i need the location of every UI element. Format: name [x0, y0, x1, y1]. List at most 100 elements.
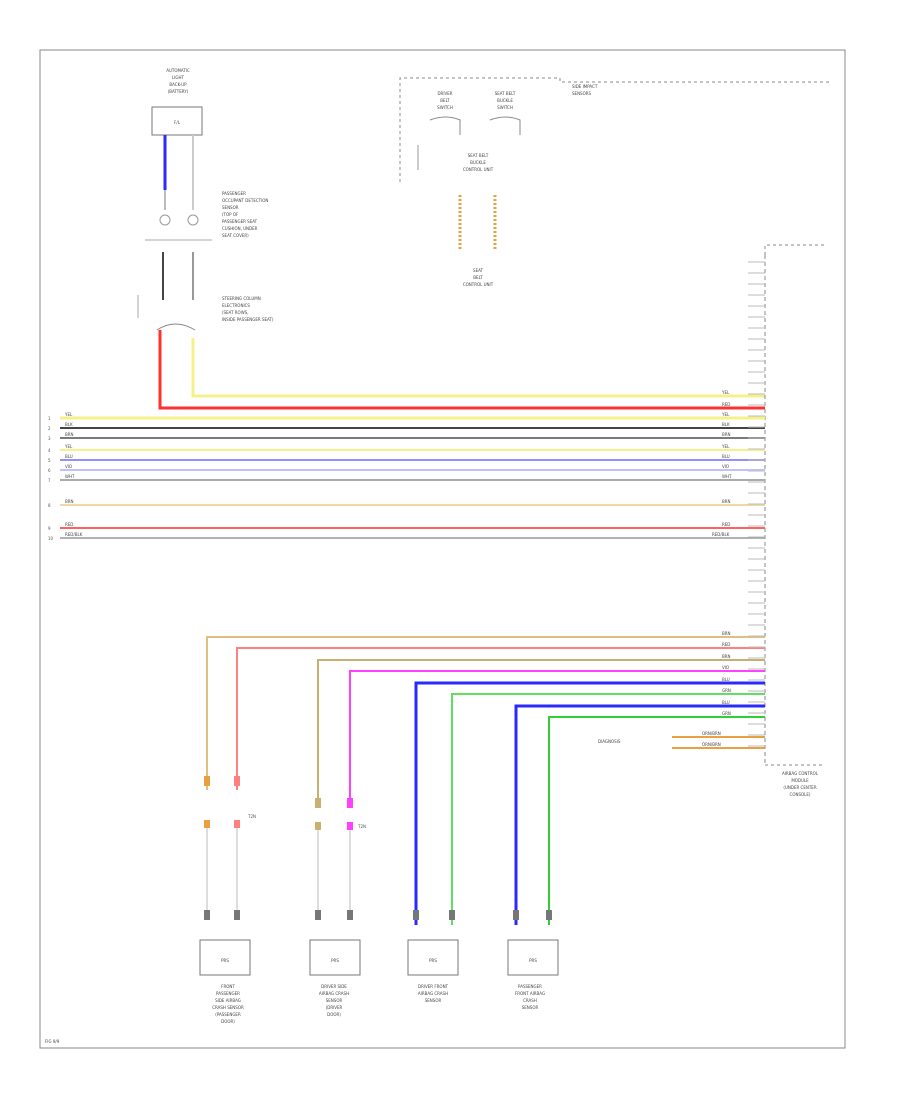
- occupant-label-0: PASSENGER: [222, 191, 246, 196]
- bus-rlbl-9: RED: [722, 522, 730, 527]
- sensor-2-box: [309, 939, 361, 976]
- sensor-4: PRS PASSENGER FRONT AIRBAG CRASH SENSOR: [507, 939, 559, 1010]
- top-relay-label-2: BACK-UP: [169, 82, 187, 87]
- module-label-1: MODULE: [791, 778, 809, 783]
- sensor-1-label-1: PASSENGER: [216, 991, 240, 996]
- sensor-wire-2: [236, 647, 765, 790]
- marker-3a: [315, 798, 321, 808]
- seat-belt-left-0: DRIVER: [437, 91, 452, 96]
- marker-s1a: [204, 910, 210, 920]
- bus-lbl-8: BRN: [65, 499, 74, 504]
- bus-rlbl-0a: YEL: [721, 390, 730, 395]
- sensor-2-code: PRS: [331, 958, 339, 963]
- module-label-2: (UNDER CENTER: [783, 785, 816, 790]
- sensor-rlbl-4: VIO: [722, 665, 729, 670]
- sensor-4-label-1: FRONT AIRBAG: [515, 991, 545, 996]
- seat-belt-unit-1: BUCKLE: [470, 160, 486, 165]
- sensor-1-label-4: (PASSENGER: [215, 1012, 241, 1017]
- sensor-4-code: PRS: [529, 958, 537, 963]
- seat-belt-switch-right: [489, 116, 521, 135]
- control-module: AIRBAG CONTROL MODULE (UNDER CENTER CONS…: [764, 244, 825, 797]
- conn-dot-b: [187, 214, 199, 226]
- seat-belt-unit-0: SEAT BELT: [468, 153, 489, 158]
- bus-rlbl-4: YEL: [721, 444, 730, 449]
- seat-belt-bracket: [399, 77, 830, 182]
- sensor-2-label-2: SENSOR: [326, 998, 343, 1003]
- bus-lbl-7: WHT: [65, 474, 75, 479]
- sensor-rlbl-5: BLU: [722, 677, 730, 682]
- module-label-0: AIRBAG CONTROL: [782, 771, 819, 776]
- bus-lbl-6: VIO: [65, 464, 72, 469]
- bus-num-1: 1: [48, 416, 51, 421]
- external-note-0: SIDE IMPACT: [572, 84, 598, 89]
- sensor-wire-6: [451, 693, 765, 925]
- seat-belt-switch-left: [429, 116, 461, 135]
- occupant-switch: PASSENGER OCCUPANT DETECTION SENSOR (TOP…: [145, 191, 268, 241]
- sensor-3: PRS DRIVER FRONT AIRBAG CRASH SENSOR: [407, 939, 459, 1003]
- sensor-rlbl-6: GRN: [722, 688, 731, 693]
- sensor-rlbl-7: BLU: [722, 700, 730, 705]
- crash-sensors: PRS FRONT PASSENGER SIDE AIRBAG CRASH SE…: [199, 939, 559, 1024]
- bus-num-5: 5: [48, 458, 51, 463]
- sensor-connector-label-1: ELECTRONICS: [222, 303, 250, 308]
- marker-s2a: [315, 910, 321, 920]
- bus-num-10: 10: [48, 536, 54, 541]
- seat-belt-left-2: SWITCH: [437, 105, 453, 110]
- occupant-label-5: CUSHION, UNDER: [222, 226, 258, 231]
- bus-lbl-5: BLU: [65, 454, 73, 459]
- bus-rlbl-0b: RED: [722, 402, 730, 407]
- marker-s2b: [347, 910, 353, 920]
- sensor-1-label-3: CRASH SENSOR: [212, 1005, 244, 1010]
- seat-unit-2: CONTROL UNIT: [463, 282, 494, 287]
- bus-rlbl-7: WHT: [722, 474, 732, 479]
- bus-num-3: 3: [48, 436, 51, 441]
- occupant-label-2: SENSOR: [222, 205, 239, 210]
- bus-lbl-9: RED: [65, 522, 73, 527]
- sensor-2-label-1: AIRBAG CRASH: [319, 991, 349, 996]
- seat-belt-group: DRIVER BELT SWITCH SEAT BELT BUCKLE SWIT…: [399, 77, 830, 287]
- bus-num-6: 6: [48, 468, 51, 473]
- sensor-2-label-4: DOOR): [327, 1012, 341, 1017]
- sensor-2: PRS DRIVER SIDE AIRBAG CRASH SENSOR (DRI…: [309, 939, 361, 1017]
- sensor-wire-8: [548, 716, 765, 925]
- top-relay-label-1: LIGHT: [172, 75, 185, 80]
- left-bus: 1 2 3 4 5 6 7 8 9 10 YEL BLK BRN YEL BLU…: [48, 390, 765, 541]
- sensor-1: PRS FRONT PASSENGER SIDE AIRBAG CRASH SE…: [199, 939, 251, 1024]
- sensor-rlbl-2: RED: [722, 642, 730, 647]
- bus-lbl-1: YEL: [64, 412, 73, 417]
- diagram-frame: [39, 49, 846, 1049]
- wire-red-sensor: [158, 330, 765, 410]
- bus-num-4: 4: [48, 448, 51, 453]
- bus-num-7: 7: [48, 478, 51, 483]
- link-lbl-1: ORN/BRN: [702, 731, 721, 736]
- marker-1b: [204, 820, 210, 828]
- occupant-label-6: SEAT COVER): [222, 233, 249, 238]
- sensor-3-code: PRS: [429, 958, 437, 963]
- sensor-1-label-5: DOOR): [221, 1019, 235, 1024]
- bus-lbl-10: RED/BLK: [65, 532, 83, 537]
- sensor-wires: BRN RED BRN VIO BLU GRN BLU GRN ORN/BRN …: [206, 631, 765, 925]
- conn-code-1: T2N: [247, 814, 256, 819]
- bus-lbl-4: YEL: [64, 444, 73, 449]
- marker-2b: [234, 820, 240, 828]
- marker-s4a: [513, 910, 519, 920]
- sensor-2-label-0: DRIVER SIDE: [321, 984, 347, 989]
- occupant-label-3: (TOP OF: [222, 212, 239, 217]
- bus-rlbl-2: BLK: [722, 422, 730, 427]
- marker-1a: [204, 776, 210, 786]
- bus-num-2: 2: [48, 426, 51, 431]
- sensor-connector-label-3: INSIDE PASSENGER SEAT): [222, 317, 274, 322]
- seat-unit-1: BELT: [473, 275, 483, 280]
- seat-unit-0: SEAT: [473, 268, 483, 273]
- seat-belt-right-1: BUCKLE: [497, 98, 513, 103]
- sensor-wire-7: [514, 704, 765, 925]
- marker-4b: [347, 822, 353, 830]
- seat-belt-unit-2: CONTROL UNIT: [463, 167, 494, 172]
- marker-s4b: [546, 910, 552, 920]
- left-note: DIAGNOSIS: [598, 739, 621, 744]
- sensor-3-label-1: AIRBAG CRASH: [418, 991, 448, 996]
- sensor-4-label-3: SENSOR: [522, 1005, 539, 1010]
- bus-lbl-2: BLK: [65, 422, 73, 427]
- marker-4a: [347, 798, 353, 808]
- sensor-rlbl-3: BRN: [722, 654, 731, 659]
